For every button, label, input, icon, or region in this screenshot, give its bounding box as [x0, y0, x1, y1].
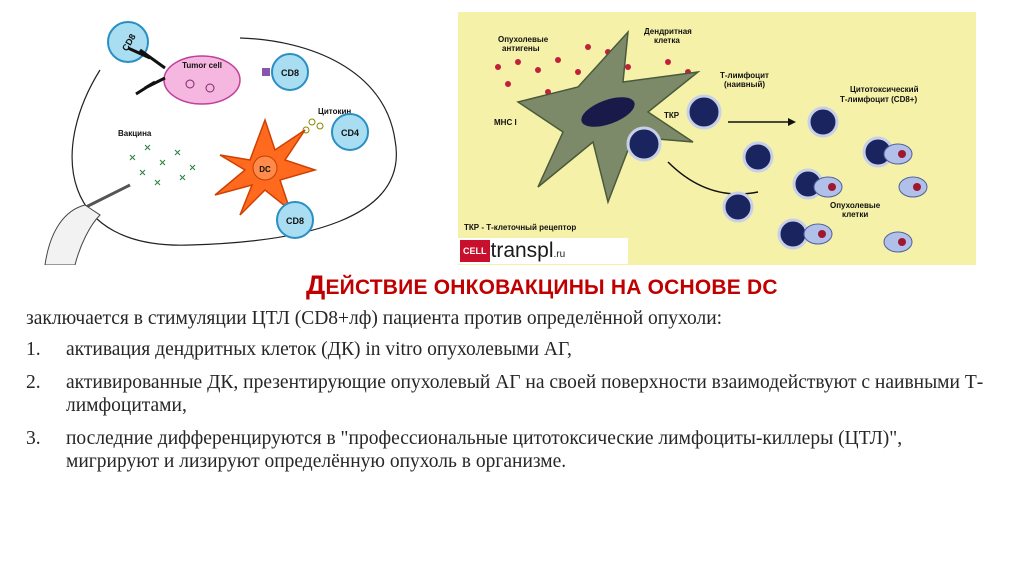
label-tumor-cells-1: Опухолевые [830, 201, 881, 210]
arrowhead-1 [788, 118, 796, 126]
label-tlymph-2: (наивный) [724, 80, 765, 89]
list-item: 1. активация дендритных клеток (ДК) in v… [26, 338, 986, 361]
label-mhc: МНС I [494, 118, 517, 127]
logo-domain-text: .ru [553, 248, 566, 260]
list-item-text: последние дифференцируются в "профессион… [66, 428, 903, 472]
title-rest: ЕЙСТВИЕ ОНКОВАКЦИНЫ НА ОСНОВЕ DC [325, 276, 778, 299]
svg-text:DC: DC [259, 165, 271, 174]
list-item: 3. последние дифференцируются в "професс… [26, 427, 986, 473]
attack-arrow-2 [135, 76, 166, 96]
cytokine-label: Цитокин [318, 107, 351, 116]
list-item: 2. активированные ДК, презентирующие опу… [26, 371, 986, 417]
intro-text: заключается в стимуляции ЦТЛ (CD8+лф) па… [26, 308, 723, 329]
label-tumor-antigens-2: антигены [502, 44, 540, 53]
logo-cell-mark: CELL [460, 240, 490, 262]
arrow-to-tumor [667, 161, 759, 195]
antigen-dots [495, 44, 691, 95]
naive-t-cells [626, 94, 722, 162]
cd8-cell-right: CD8 [262, 53, 309, 91]
list-item-text: активированные ДК, презентирующие опухол… [66, 372, 984, 416]
logo-main-text: transpl [490, 239, 554, 262]
svg-text:Tumor cell: Tumor cell [182, 61, 222, 70]
hand-syringe-icon [44, 183, 131, 265]
dc-nucleus [581, 97, 635, 127]
celltranspl-logo: CELL transpl .ru [458, 238, 628, 264]
vaccine-particles [129, 144, 196, 186]
label-cytotoxic-1: Цитотоксический [850, 85, 919, 94]
vaccine-cycle-diagram: CD8 Tumor cell CD8 Цитокин CD4 DC CD8 Ва… [44, 21, 397, 265]
steps-list: 1. активация дендритных клеток (ДК) in v… [26, 338, 986, 473]
label-tcr: ТКР [664, 111, 680, 120]
cd8-cell-bottom: CD8 [276, 201, 314, 239]
label-cytotoxic-2: Т-лимфоцит (CD8+) [840, 95, 917, 104]
title-first-letter: Д [306, 270, 326, 300]
label-tumor-antigens-1: Опухолевые [498, 35, 549, 44]
svg-text:CD4: CD4 [341, 128, 359, 138]
cycle-loop [71, 37, 397, 246]
list-item-number: 1. [26, 339, 41, 360]
label-dendritic-1: Дендритная [644, 27, 692, 36]
slide-body: заключается в стимуляции ЦТЛ (CD8+лф) па… [26, 307, 986, 483]
list-item-number: 2. [26, 372, 41, 393]
attack-arrow-1 [127, 46, 166, 70]
dendritic-cell: DC [214, 117, 318, 216]
legend-tcr: ТКР - Т-клеточный рецептор [464, 223, 576, 232]
label-dendritic-2: клетка [654, 36, 680, 45]
label-tlymph-1: Т-лимфоцит [720, 71, 769, 80]
cytokine-dots [302, 118, 324, 134]
cd4-cell: CD4 [331, 113, 369, 151]
slide-title: ДЕЙСТВИЕ ОНКОВАКЦИНЫ НА ОСНОВЕ DC [306, 270, 778, 301]
vaccine-label: Вакцина [118, 129, 152, 138]
svg-text:CD8: CD8 [286, 216, 304, 226]
list-item-number: 3. [26, 428, 41, 449]
label-tumor-cells-2: клетки [842, 210, 868, 219]
tumor-cell: Tumor cell [163, 55, 241, 105]
tumor-nuclei [818, 150, 921, 246]
svg-text:CD8: CD8 [281, 68, 299, 78]
cytotoxic-t-cells [722, 106, 894, 250]
dc-activation-diagram: Опухолевые антигены Дендритная клетка Т-… [458, 12, 976, 265]
list-item-text: активация дендритных клеток (ДК) in vitr… [66, 339, 572, 360]
